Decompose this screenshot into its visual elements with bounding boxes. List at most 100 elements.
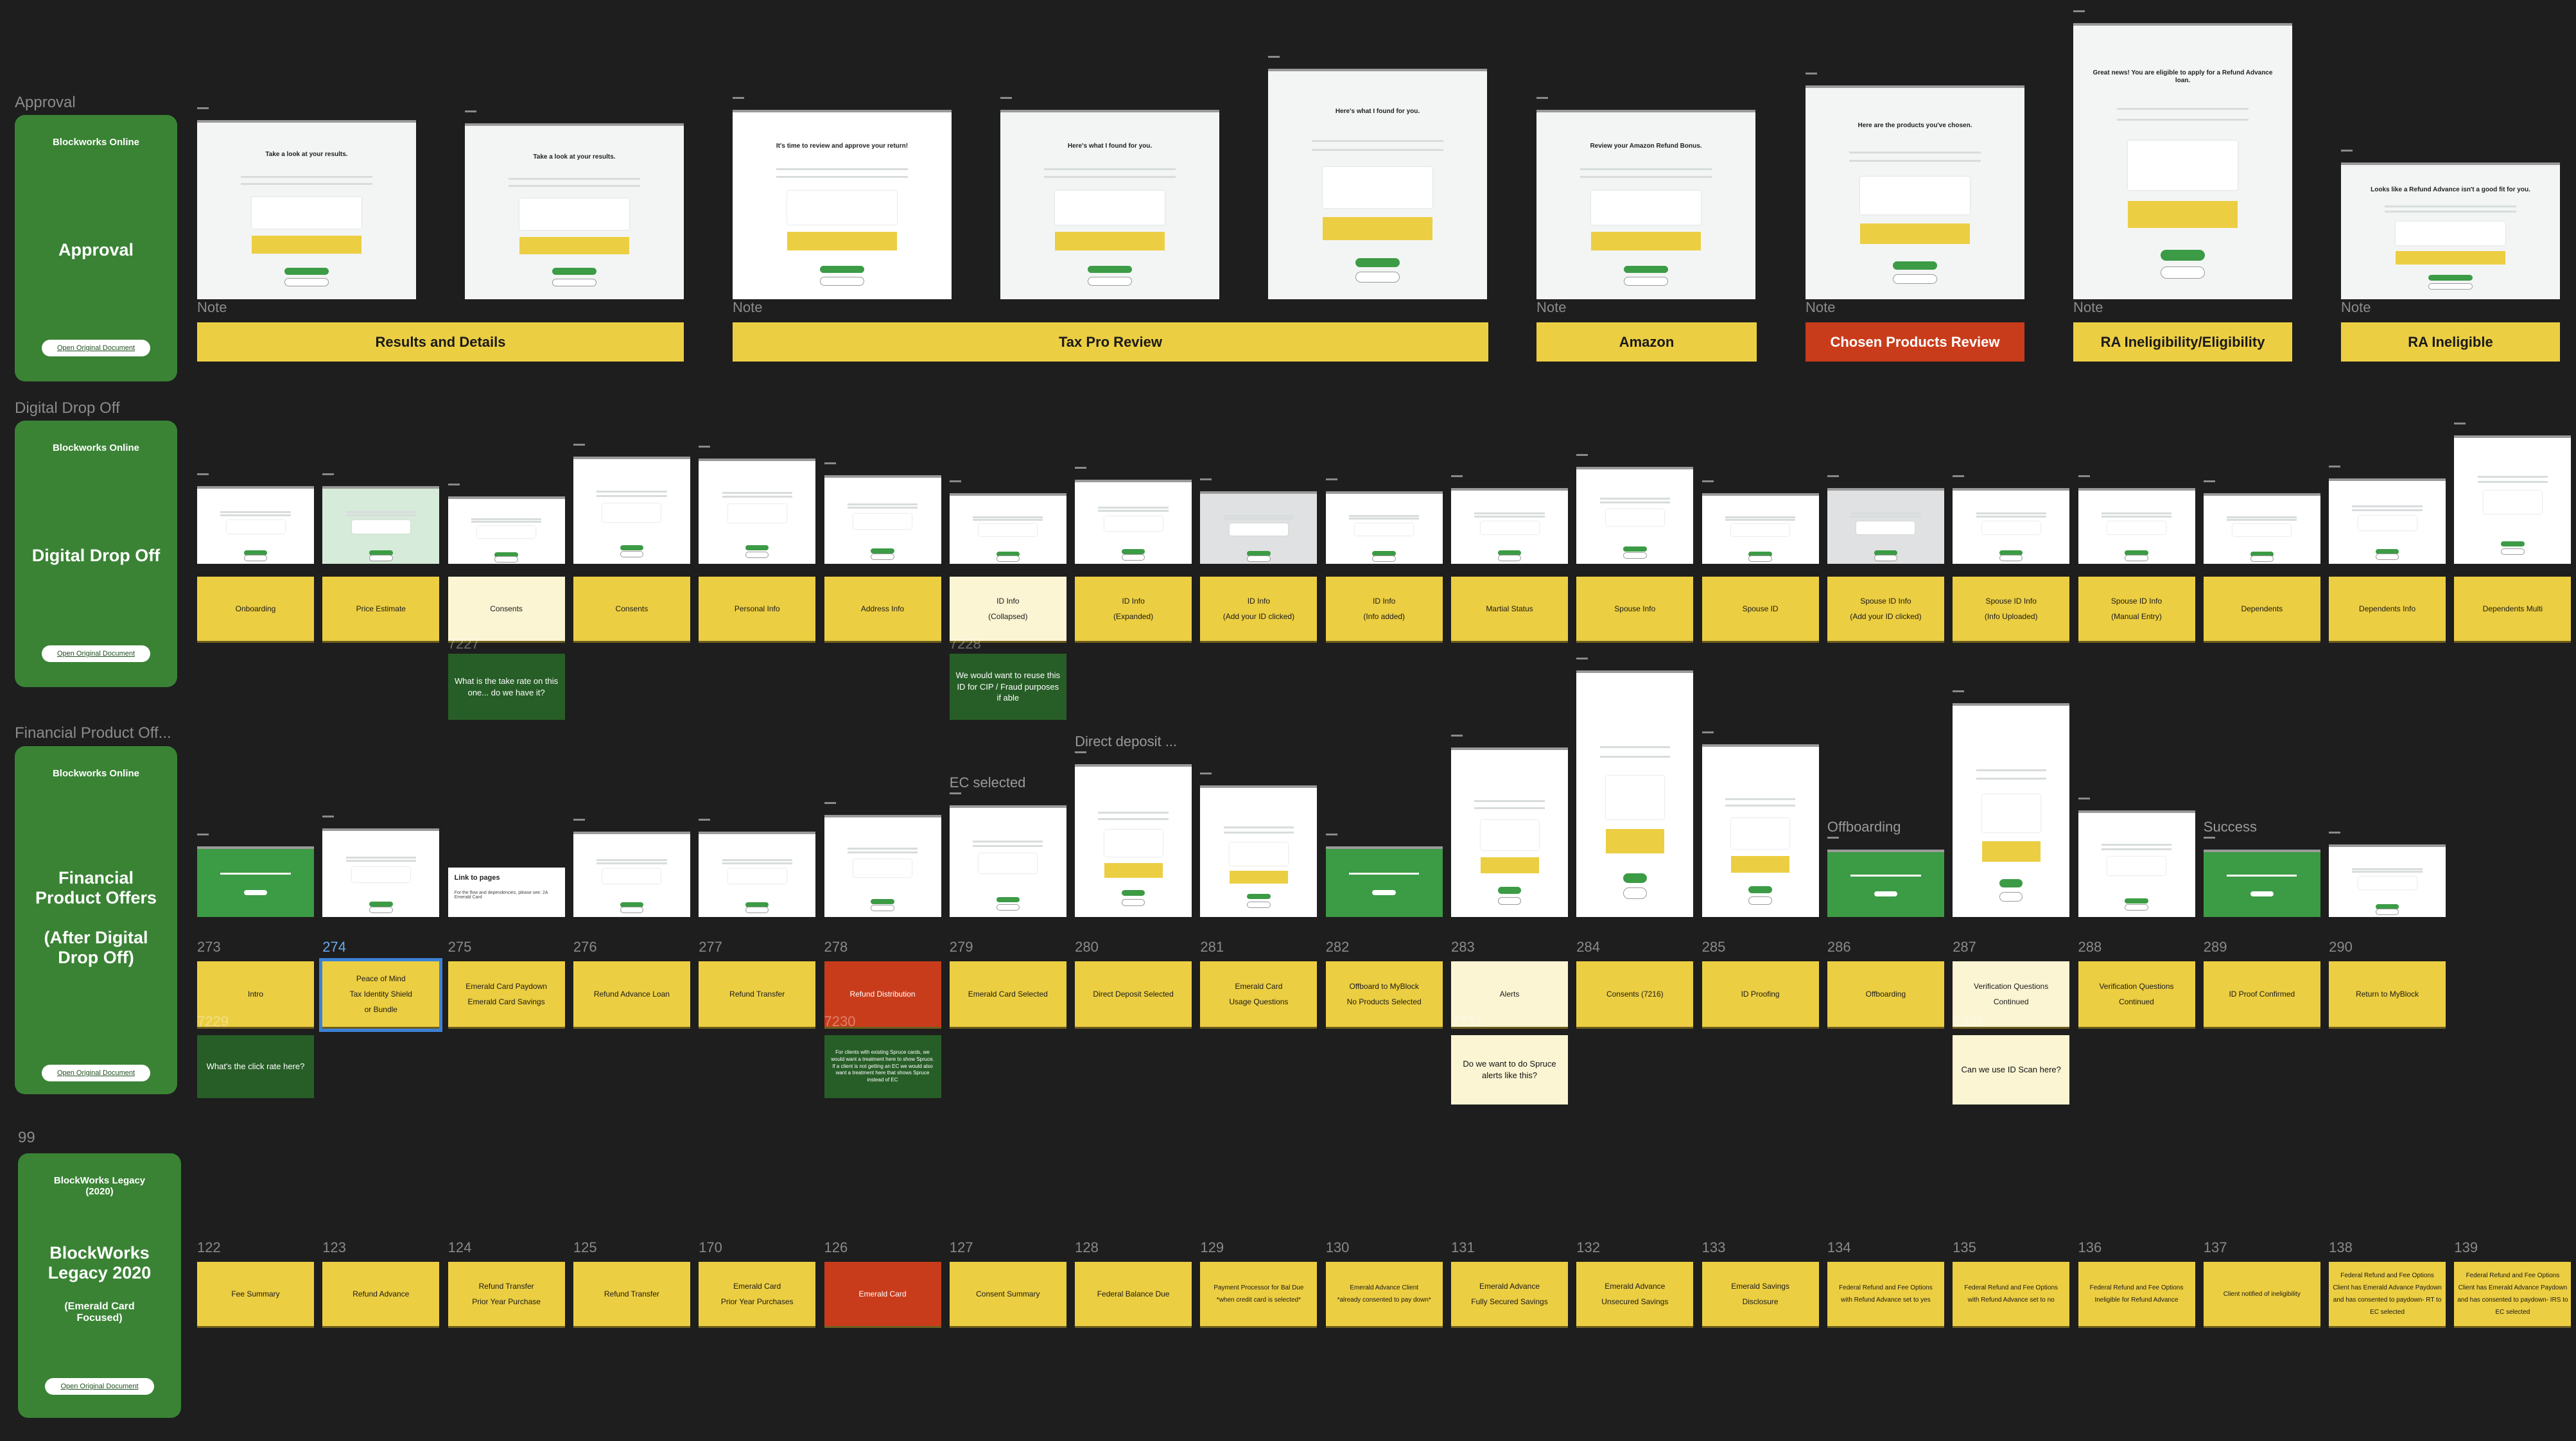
sticky-note[interactable]: Emerald Card Paydown Emerald Card Saving…: [448, 961, 565, 1029]
sticky-note[interactable]: Offboarding: [1827, 961, 1944, 1029]
screen-thumbnail[interactable]: It's time to review and approve your ret…: [733, 110, 952, 299]
screen-thumbnail[interactable]: [2078, 810, 2195, 917]
screen-thumbnail[interactable]: [1827, 488, 1944, 564]
screen-thumbnail[interactable]: [1953, 703, 2070, 917]
screen-thumbnail[interactable]: [824, 815, 941, 917]
section-bar[interactable]: Results and Details: [197, 322, 684, 362]
screen-thumbnail[interactable]: Take a look at your results.: [465, 123, 684, 299]
open-original-document-button[interactable]: Open Original Document: [42, 1065, 150, 1081]
sticky-note[interactable]: Emerald Advance Fully Secured Savings: [1451, 1262, 1568, 1328]
sticky-note[interactable]: Emerald Card: [824, 1262, 941, 1328]
sticky-note[interactable]: Refund Advance Loan: [573, 961, 690, 1029]
comment-note[interactable]: What is the take rate on this one... do …: [448, 654, 565, 720]
screen-thumbnail[interactable]: Review your Amazon Refund Bonus.: [1536, 110, 1755, 299]
sticky-note[interactable]: Federal Refund and Fee Options Ineligibl…: [2078, 1262, 2195, 1328]
sticky-note[interactable]: Emerald Savings Disclosure: [1701, 1262, 1819, 1328]
screen-thumbnail[interactable]: [1200, 491, 1318, 564]
section-bar[interactable]: Chosen Products Review: [1806, 322, 2024, 362]
sticky-note[interactable]: Direct Deposit Selected: [1075, 961, 1192, 1029]
sticky-note[interactable]: Emerald Card Usage Questions: [1200, 961, 1318, 1029]
sticky-note[interactable]: Spouse ID Info (Add your ID clicked): [1827, 577, 1944, 643]
screen-thumbnail[interactable]: [448, 496, 565, 564]
screen-thumbnail[interactable]: [2203, 493, 2320, 564]
screen-thumbnail[interactable]: [699, 831, 816, 917]
screen-thumbnail[interactable]: [573, 457, 690, 564]
screen-thumbnail[interactable]: [573, 831, 690, 917]
screen-thumbnail[interactable]: [2078, 488, 2195, 564]
sticky-note[interactable]: Verification Questions Continued: [1953, 961, 2070, 1029]
sticky-note[interactable]: Return to MyBlock: [2329, 961, 2446, 1029]
sticky-note[interactable]: Price Estimate: [322, 577, 440, 643]
sticky-note[interactable]: Emerald Advance Client *already consente…: [1325, 1262, 1443, 1328]
sticky-note[interactable]: Federal Refund and Fee Options Client ha…: [2329, 1262, 2446, 1328]
sticky-note[interactable]: Refund Advance: [322, 1262, 440, 1328]
comment-note[interactable]: What's the click rate here?: [197, 1035, 314, 1098]
section-bar[interactable]: RA Ineligibility/Eligibility: [2073, 322, 2292, 362]
section-bar[interactable]: RA Ineligible: [2341, 322, 2560, 362]
comment-note[interactable]: Can we use ID Scan here?: [1953, 1035, 2070, 1105]
screen-thumbnail[interactable]: [1200, 785, 1318, 917]
sticky-note[interactable]: ID Info (Add your ID clicked): [1200, 577, 1318, 643]
sticky-note[interactable]: Federal Refund and Fee Options Client ha…: [2454, 1262, 2572, 1328]
screen-thumbnail[interactable]: [1451, 747, 1568, 917]
sticky-note[interactable]: Emerald Card Prior Year Purchases: [699, 1262, 816, 1328]
sticky-note[interactable]: Federal Refund and Fee Options with Refu…: [1953, 1262, 2070, 1328]
screen-thumbnail[interactable]: [1701, 744, 1819, 917]
sticky-note[interactable]: Peace of Mind Tax Identity Shield or Bun…: [319, 958, 443, 1032]
screen-thumbnail[interactable]: Here are the products you've chosen.: [1806, 85, 2024, 299]
screen-thumbnail[interactable]: Here's what I found for you.: [1268, 69, 1487, 299]
screen-thumbnail[interactable]: [1325, 846, 1443, 917]
section-bar[interactable]: Tax Pro Review: [733, 322, 1488, 362]
screen-thumbnail[interactable]: [824, 475, 941, 564]
screen-thumbnail[interactable]: [197, 486, 314, 564]
sticky-note[interactable]: Emerald Card Selected: [949, 961, 1066, 1029]
screen-thumbnail[interactable]: [699, 458, 816, 564]
screen-thumbnail[interactable]: Take a look at your results.: [197, 120, 416, 299]
sticky-note[interactable]: Federal Balance Due: [1075, 1262, 1192, 1328]
sticky-note[interactable]: Consents (7216): [1576, 961, 1694, 1029]
sticky-note[interactable]: Spouse ID Info (Info Uploaded): [1953, 577, 2070, 643]
comment-note[interactable]: We would want to reuse this ID for CIP /…: [949, 654, 1066, 720]
sticky-note[interactable]: ID Proof Confirmed: [2203, 961, 2320, 1029]
sticky-note[interactable]: Refund Transfer: [699, 961, 816, 1029]
sticky-note[interactable]: Emerald Advance Unsecured Savings: [1576, 1262, 1694, 1328]
sticky-note[interactable]: Spouse ID Info (Manual Entry): [2078, 577, 2195, 643]
sticky-note[interactable]: Refund Transfer: [573, 1262, 690, 1328]
section-bar[interactable]: Amazon: [1536, 322, 1757, 362]
sticky-note[interactable]: Address Info: [824, 577, 941, 643]
open-original-document-button[interactable]: Open Original Document: [42, 340, 150, 356]
sticky-note[interactable]: Payment Processor for Bal Due *when cred…: [1200, 1262, 1318, 1328]
screen-thumbnail[interactable]: Here's what I found for you.: [1000, 110, 1219, 299]
screen-thumbnail[interactable]: [1701, 493, 1819, 564]
screen-thumbnail[interactable]: [1953, 488, 2070, 564]
sticky-note[interactable]: ID Info (Expanded): [1075, 577, 1192, 643]
comment-note[interactable]: For clients with existing Spruce cards, …: [824, 1035, 941, 1098]
sticky-note[interactable]: ID Proofing: [1701, 961, 1819, 1029]
screen-thumbnail[interactable]: [322, 486, 440, 564]
screen-thumbnail[interactable]: [2329, 478, 2446, 564]
sticky-note[interactable]: Refund Transfer Prior Year Purchase: [448, 1262, 565, 1328]
screen-thumbnail[interactable]: [1827, 850, 1944, 917]
sticky-note[interactable]: Martial Status: [1451, 577, 1568, 643]
screen-thumbnail[interactable]: [1325, 491, 1443, 564]
screen-thumbnail[interactable]: [2329, 844, 2446, 917]
comment-note[interactable]: Do we want to do Spruce alerts like this…: [1451, 1035, 1568, 1105]
sticky-note[interactable]: Offboard to MyBlock No Products Selected: [1325, 961, 1443, 1029]
sticky-note[interactable]: Consent Summary: [949, 1262, 1066, 1328]
sticky-note[interactable]: ID Info (Collapsed): [949, 577, 1066, 643]
sticky-note[interactable]: Dependents Info: [2329, 577, 2446, 643]
screen-thumbnail[interactable]: [949, 805, 1066, 917]
sticky-note[interactable]: Federal Refund and Fee Options with Refu…: [1827, 1262, 1944, 1328]
sticky-note[interactable]: Dependents: [2203, 577, 2320, 643]
screen-thumbnail[interactable]: [1576, 466, 1694, 564]
screen-thumbnail[interactable]: [2203, 850, 2320, 917]
sticky-note[interactable]: Dependents Multi: [2454, 577, 2572, 643]
sticky-note[interactable]: Fee Summary: [197, 1262, 314, 1328]
screen-thumbnail[interactable]: [197, 846, 314, 917]
open-original-document-button[interactable]: Open Original Document: [45, 1378, 154, 1395]
screen-thumbnail[interactable]: [1576, 670, 1694, 917]
screen-thumbnail[interactable]: [1451, 488, 1568, 564]
screen-thumbnail[interactable]: [949, 493, 1066, 564]
link-note-body[interactable]: For the flow and dependencies, please se…: [454, 891, 548, 900]
